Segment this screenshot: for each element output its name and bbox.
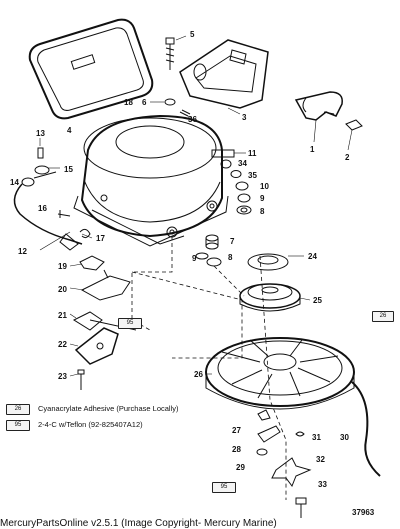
starter-rope xyxy=(351,381,381,477)
washer-part-10 xyxy=(235,181,249,191)
cam-part-22 xyxy=(74,327,119,365)
callout-9b: 9 xyxy=(192,254,197,263)
callout-28: 28 xyxy=(232,445,241,454)
spring-part-28 xyxy=(256,448,268,456)
legend-tube-lubricant: 95 xyxy=(6,420,30,431)
callout-15: 15 xyxy=(64,165,73,174)
pin-part-27 xyxy=(257,409,271,421)
neutral-switch xyxy=(21,147,57,187)
callout-12: 12 xyxy=(18,247,27,256)
pawl-part-29 xyxy=(257,425,281,443)
screw-part-23 xyxy=(77,369,85,390)
callout-16: 16 xyxy=(38,204,47,213)
callout-18: 18 xyxy=(124,98,133,107)
callout-5: 5 xyxy=(190,30,195,39)
callout-36: 36 xyxy=(188,115,197,124)
callout-6: 6 xyxy=(142,98,147,107)
callout-17: 17 xyxy=(96,234,105,243)
clip-part-17 xyxy=(79,228,91,239)
washer-part-9b xyxy=(195,252,209,260)
callout-34: 34 xyxy=(238,159,247,168)
figure-number: 37963 xyxy=(352,508,375,517)
callout-35: 35 xyxy=(248,171,257,180)
handle-bracket xyxy=(179,39,269,109)
callout-10: 10 xyxy=(260,182,269,191)
bushing-part-8b xyxy=(206,257,222,267)
nut-part-35 xyxy=(230,170,242,178)
callout-7: 7 xyxy=(230,237,235,246)
screw-part-5 xyxy=(165,37,175,70)
spacer-part-7 xyxy=(205,234,219,250)
callout-14: 14 xyxy=(10,178,19,187)
callout-21: 21 xyxy=(58,311,67,320)
callout-8b: 8 xyxy=(228,253,233,262)
callout-19: 19 xyxy=(58,262,67,271)
starter-pulley xyxy=(205,337,355,410)
legend-tube-adhesive: 26 xyxy=(6,404,30,415)
callout-33: 33 xyxy=(318,480,327,489)
washer-part-31 xyxy=(295,431,305,437)
callout-11: 11 xyxy=(248,149,257,158)
callout-3: 3 xyxy=(242,113,247,122)
callout-29: 29 xyxy=(236,463,245,472)
retainer-plate xyxy=(271,457,312,488)
callout-22: 22 xyxy=(58,340,67,349)
washer-part-34 xyxy=(220,159,232,169)
callout-4: 4 xyxy=(67,126,72,135)
adhesive-tube-upper: 26 xyxy=(372,311,394,322)
callout-13: 13 xyxy=(36,129,45,138)
callout-1: 1 xyxy=(310,145,315,154)
callout-20: 20 xyxy=(58,285,67,294)
decal-plate xyxy=(28,18,154,120)
switch-cable xyxy=(13,183,83,245)
callout-23: 23 xyxy=(58,372,67,381)
starter-housing xyxy=(73,114,229,247)
bushing-part-8a xyxy=(236,205,252,215)
rewind-spring xyxy=(239,283,301,312)
lubricant-tube-lower: 95 xyxy=(212,482,236,493)
image-caption: MercuryPartsOnline v2.5.1 (Image Copyrig… xyxy=(0,518,277,529)
callout-9a: 9 xyxy=(260,194,265,203)
washer-part-9a xyxy=(237,193,251,203)
handle-insert xyxy=(345,119,363,131)
callout-31: 31 xyxy=(312,433,321,442)
spring-cup xyxy=(247,253,289,271)
callout-2: 2 xyxy=(345,153,350,162)
bushing xyxy=(164,98,176,106)
callout-32: 32 xyxy=(316,455,325,464)
legend-text-adhesive: Cyanacrylate Adhesive (Purchase Locally) xyxy=(38,404,179,413)
callout-26: 26 xyxy=(194,370,203,379)
callout-25: 25 xyxy=(313,296,322,305)
starter-handle xyxy=(294,91,343,121)
housing-label xyxy=(211,149,235,158)
legend-text-lubricant: 2-4-C w/Teflon (92-825407A12) xyxy=(38,420,143,429)
callout-24: 24 xyxy=(308,252,317,261)
screw-part-33 xyxy=(295,497,307,518)
clip-part-19 xyxy=(79,255,105,271)
lubricant-tube-middle: 95 xyxy=(118,318,142,329)
callout-27: 27 xyxy=(232,426,241,435)
cable-end xyxy=(59,233,79,251)
callout-30: 30 xyxy=(340,433,349,442)
bracket-part-20 xyxy=(80,275,131,301)
callout-8a: 8 xyxy=(260,207,265,216)
screw-part-16 xyxy=(57,210,71,218)
callout-numbers: 1 2 3 4 5 6 7 8 8 9 9 10 11 12 13 14 15 … xyxy=(10,30,350,489)
